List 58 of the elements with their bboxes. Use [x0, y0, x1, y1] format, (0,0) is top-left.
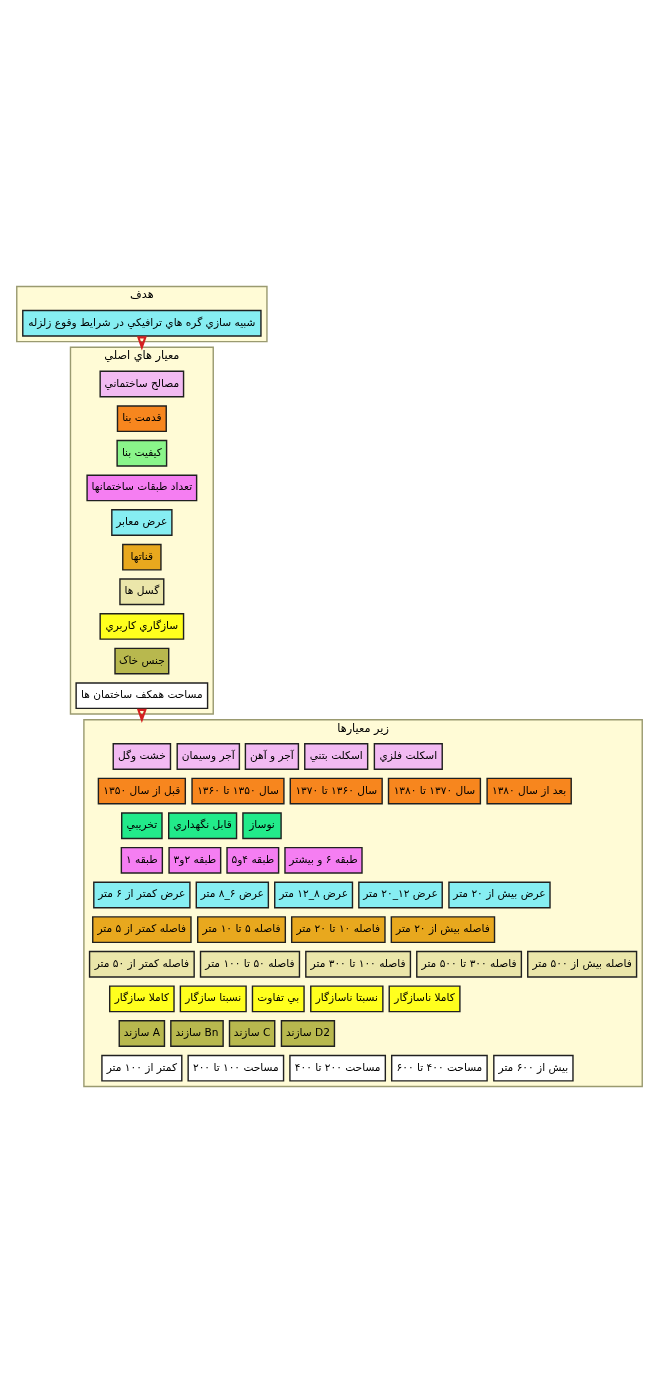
node-box: سال ۱۳۶۰ تا ۱۳۷۰: [289, 777, 383, 805]
node-box: عرض ۶_۸ متر: [195, 881, 270, 909]
node-box: فاصله ۱۰ تا ۲۰ متر: [291, 916, 386, 944]
node-box: بيش از ۶۰۰ متر: [493, 1054, 574, 1082]
node-box: کيفيت بنا: [116, 439, 168, 467]
node-box: قناتها: [122, 543, 162, 571]
node-box: فاصله ۳۰۰ تا ۵۰۰ متر: [416, 950, 523, 978]
node-box: نوساز: [242, 812, 282, 840]
arrow: [136, 708, 147, 723]
node-box: اسکلت بتني: [304, 743, 369, 770]
node-box: طبقه ۶ و بيشتر: [284, 846, 363, 874]
node-box: فاصله ۵ تا ۱۰ متر: [197, 916, 287, 944]
node-box: مساحت ۲۰۰ تا ۴۰۰: [289, 1054, 387, 1082]
node-box: مساحت همکف ساختمان ها: [75, 682, 209, 710]
node-box: عرض ۱۲_۲۰ متر: [358, 881, 443, 909]
node-box: اسکلت فلزي: [373, 743, 443, 770]
node-box: طبقه ۴و۵: [226, 846, 280, 874]
node-box: طبقه ۲و۳: [168, 846, 222, 874]
node-box: شبيه سازي گره هاي ترافيکي در شرايط وقوع زلزله: [22, 309, 262, 337]
node-box: مصالح ساختماني: [99, 370, 185, 398]
node-box: کاملا ناسازگار: [388, 985, 461, 1013]
node-box: نسبتا سازگار: [179, 985, 247, 1013]
node-box: عرض بيش از ۲۰ متر: [448, 881, 551, 909]
node-box: سازند D2: [280, 1020, 336, 1047]
node-box: نسبتا ناسازگار: [310, 985, 384, 1013]
node-box: عرض کمتر از ۶ متر: [93, 881, 191, 909]
node-box: بي تفاوت: [251, 985, 305, 1013]
node-box: قبل از سال ۱۳۵۰: [97, 777, 187, 805]
node-box: فاصله بيش از ۲۰ متر: [390, 916, 496, 944]
node-box: کاملا سازگار: [109, 985, 175, 1013]
node-box: بعد از سال ۱۳۸۰: [486, 777, 572, 805]
arrow: [136, 336, 147, 351]
node-box: سازگاري کاربري: [99, 613, 185, 640]
node-box: قابل نگهداري: [168, 812, 238, 840]
node-box: سال ۱۳۷۰ تا ۱۳۸۰: [387, 777, 482, 805]
node-box: سال ۱۳۵۰ تا ۱۳۶۰: [191, 777, 285, 805]
node-box: آجر و آهن: [244, 743, 300, 770]
node-box: سازند A: [118, 1020, 166, 1047]
node-box: تعداد طبقات ساختمانها: [86, 474, 198, 502]
node-box: کمتر از ۱۰۰ متر: [101, 1054, 183, 1082]
node-box: فاصله کمتر از ۵ متر: [92, 916, 192, 944]
node-box: جنس خاک: [114, 647, 170, 675]
node-box: مساحت ۱۰۰ تا ۲۰۰: [187, 1054, 285, 1082]
node-box: طبقه ۱: [120, 846, 164, 874]
node-box: تخريبي: [121, 812, 163, 840]
node-box: مساحت ۴۰۰ تا ۶۰۰: [391, 1054, 488, 1082]
node-box: عرض معابر: [111, 509, 173, 536]
node-box: آجر وسيمان: [176, 743, 241, 770]
node-box: گسل ها: [119, 578, 165, 606]
node-box: فاصله ۱۰۰ تا ۳۰۰ متر: [305, 950, 412, 978]
node-box: خشت وگل: [112, 743, 172, 770]
node-box: سازند Bn: [170, 1020, 224, 1047]
node-box: فاصله کمتر از ۵۰ متر: [88, 950, 195, 978]
node-box: فاصله بيش از ۵۰۰ متر: [527, 950, 638, 978]
node-box: سازند C: [228, 1020, 276, 1047]
node-box: عرض ۸_۱۲ متر: [274, 881, 354, 909]
node-box: قدمت بنا: [116, 405, 167, 433]
node-box: فاصله ۵۰ تا ۱۰۰ متر: [199, 950, 301, 978]
